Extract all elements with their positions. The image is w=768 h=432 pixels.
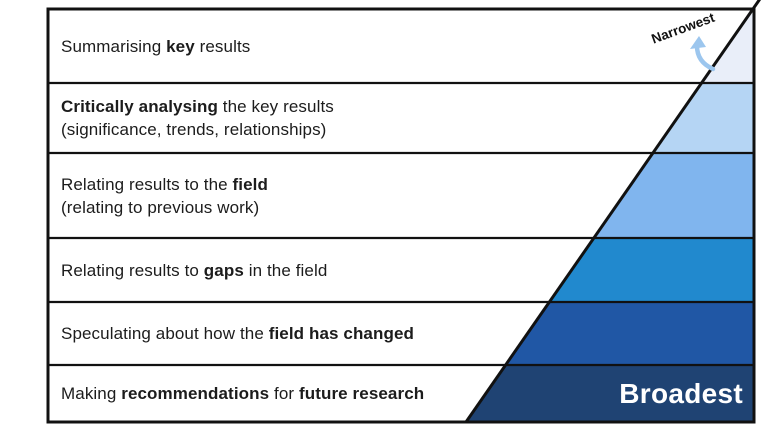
row-text: Making: [61, 384, 122, 403]
row-text: (relating to previous work): [61, 197, 260, 217]
row-text: Relating results to the: [61, 174, 233, 194]
row-text-emphasis: key: [166, 36, 195, 56]
row-relating-to-field: Relating results to the field(relating t…: [48, 153, 478, 238]
row-text: Speculating about how the: [61, 324, 269, 343]
row-text-line: Speculating about how the field has chan…: [61, 322, 478, 345]
funnel-band-6: [466, 365, 754, 422]
diagram-frame: [46, 7, 756, 424]
row-making-recommendations: Making recommendations for future resear…: [48, 365, 478, 422]
funnel-band-4: [550, 238, 754, 302]
row-critically-analysing: Critically analysing the key results (sig…: [48, 83, 478, 153]
funnel-band-3: [594, 153, 754, 238]
row-text-line: Critically analysing the key results: [61, 95, 478, 118]
broadest-label: Broadest: [619, 378, 743, 409]
row-text-line: Relating results to gaps in the field: [61, 259, 478, 282]
row-text: (significance, trends, relationships): [61, 120, 327, 139]
row-text-emphasis: Critically analysing: [61, 97, 218, 116]
up-arrow-icon: [694, 43, 716, 72]
row-speculating-field-changed: Speculating about how the field has chan…: [48, 302, 478, 365]
row-text: Summarising: [61, 36, 167, 56]
row-text: results: [194, 36, 251, 56]
row-text-emphasis: field: [232, 174, 268, 194]
funnel-band-5: [506, 302, 754, 365]
row-text-emphasis: gaps: [203, 260, 244, 280]
row-text-emphasis: recommendations: [121, 384, 270, 403]
row-text-emphasis: future research: [298, 384, 425, 403]
row-relating-to-gaps: Relating results to gaps in the field: [48, 238, 478, 302]
row-text-line: Summarising key results: [61, 35, 478, 58]
funnel-band-2: [654, 83, 754, 153]
row-text-line: (relating to previous work): [61, 196, 478, 219]
row-text-line: (significance, trends, relationships): [61, 118, 478, 141]
row-text: for: [269, 384, 299, 403]
row-summarising-key-results: Summarising key results: [48, 9, 478, 83]
row-text: Relating results to: [61, 260, 204, 280]
row-text-line: Relating results to the field: [61, 173, 478, 196]
row-text-emphasis: field has changed: [268, 324, 414, 343]
row-text-line: Making recommendations for future resear…: [61, 382, 478, 405]
row-text: in the field: [243, 260, 328, 280]
row-text: the key results: [217, 97, 334, 116]
up-arrow-head-icon: [690, 36, 706, 49]
